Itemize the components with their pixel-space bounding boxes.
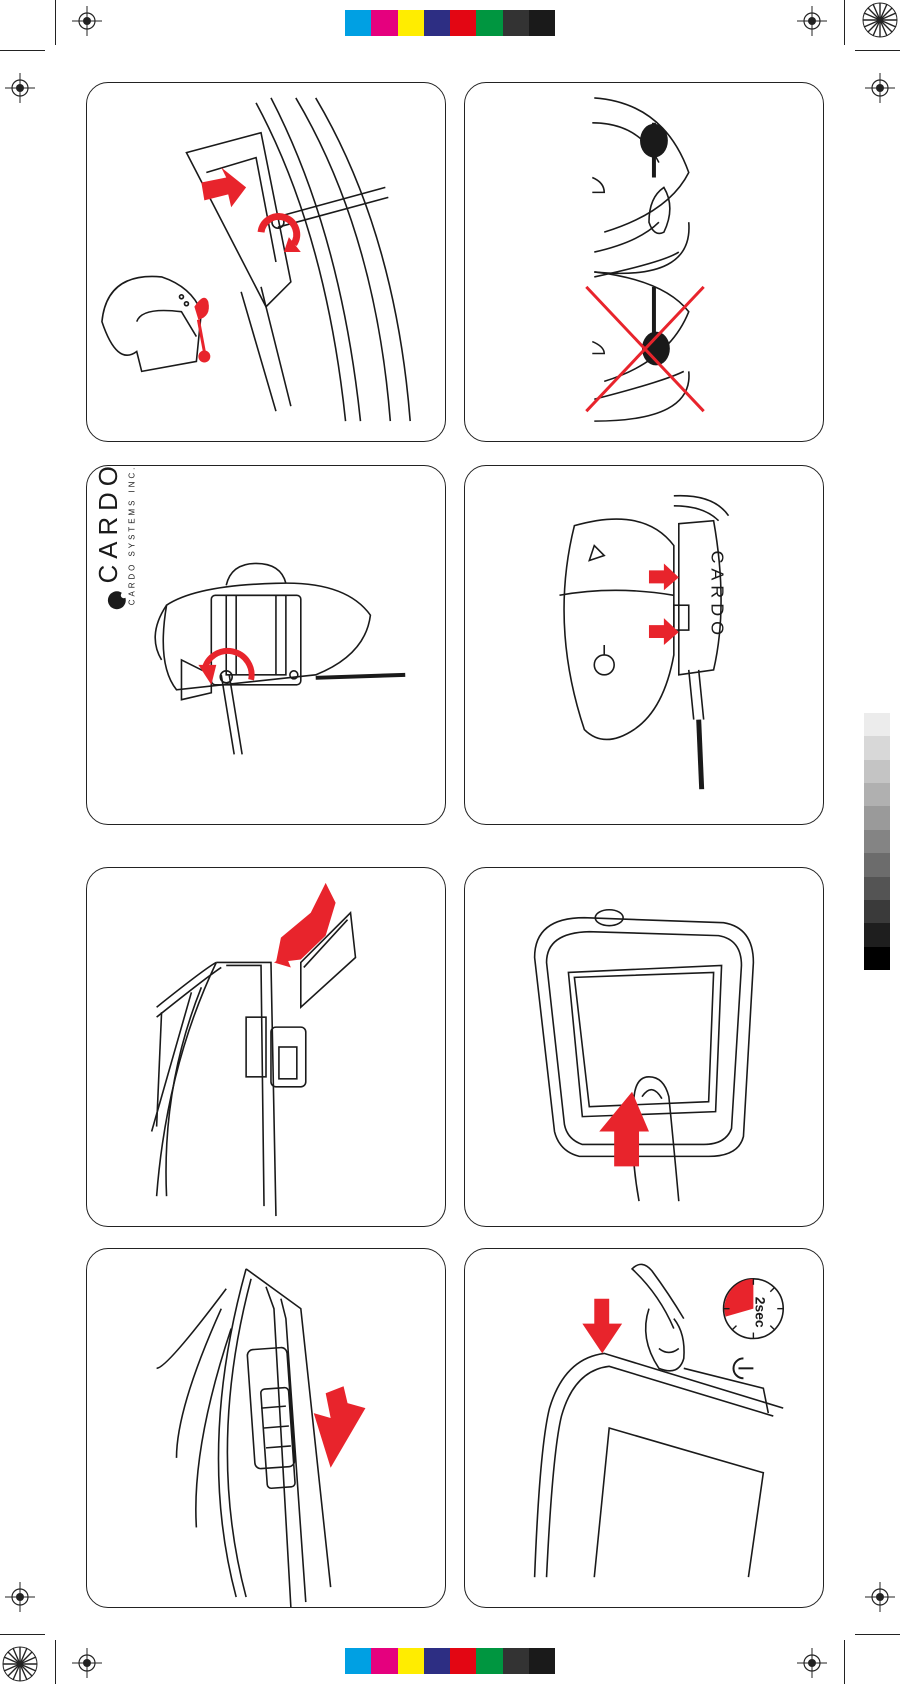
gray-swatch [864, 877, 890, 900]
color-swatch [529, 1648, 555, 1674]
panel-attach-headset: CARDO [464, 465, 824, 825]
crop-mark [844, 0, 845, 45]
gray-swatch [864, 947, 890, 970]
crop-mark [55, 0, 56, 45]
color-swatch [345, 1648, 371, 1674]
color-swatch [398, 10, 424, 36]
process-color-bar [345, 1648, 555, 1674]
power-icon [734, 1358, 754, 1378]
color-swatch [371, 1648, 397, 1674]
stopwatch-icon: 2sec [724, 1279, 784, 1339]
crop-mark [855, 50, 900, 51]
gray-swatch [864, 713, 890, 736]
gray-swatch [864, 923, 890, 946]
gray-swatch [864, 783, 890, 806]
panel-clamp-screw-cardo-logo: CARDO CARDO SYSTEMS INC. [86, 465, 446, 825]
panel-helmet-clamp [86, 82, 446, 442]
color-swatch [503, 1648, 529, 1674]
gray-swatch [864, 760, 890, 783]
panel-touchscreen-press [464, 867, 824, 1227]
registration-mark-icon [5, 73, 35, 103]
gray-swatch [864, 853, 890, 876]
panel-slide-latch [86, 1248, 446, 1608]
brand-logo-text: CARDO [95, 466, 123, 583]
starburst-target-icon [862, 2, 898, 38]
crop-mark [0, 1634, 45, 1635]
registration-mark-icon [865, 73, 895, 103]
starburst-target-icon [2, 1646, 38, 1682]
timer-label: 2sec [752, 1297, 768, 1328]
gray-swatch [864, 806, 890, 829]
gray-swatch [864, 900, 890, 923]
registration-mark-icon [72, 6, 102, 36]
registration-mark-icon [797, 1648, 827, 1678]
crop-mark [855, 1634, 900, 1635]
panel-insert-card [86, 867, 446, 1227]
color-swatch [450, 1648, 476, 1674]
panel-power-button: 2sec [464, 1248, 824, 1608]
registration-mark-icon [5, 1582, 35, 1612]
registration-mark-icon [797, 6, 827, 36]
color-swatch [476, 1648, 502, 1674]
gray-swatch [864, 736, 890, 759]
color-swatch [450, 10, 476, 36]
color-swatch [503, 10, 529, 36]
crop-mark [0, 50, 45, 51]
crop-mark [844, 1640, 845, 1684]
process-color-bar [345, 10, 555, 36]
brand-tagline: CARDO SYSTEMS INC. [128, 466, 137, 605]
device-brand-label: CARDO [708, 551, 728, 640]
color-swatch [398, 1648, 424, 1674]
cardo-logo: CARDO CARDO SYSTEMS INC. [95, 466, 137, 609]
registration-mark-icon [865, 1582, 895, 1612]
gray-ramp-bar [864, 713, 890, 970]
color-swatch [424, 10, 450, 36]
panel-microphone-position [464, 82, 824, 442]
gray-swatch [864, 830, 890, 853]
registration-mark-icon [72, 1648, 102, 1678]
crop-mark [55, 1640, 56, 1684]
color-swatch [371, 10, 397, 36]
color-swatch [424, 1648, 450, 1674]
color-swatch [476, 10, 502, 36]
color-swatch [345, 10, 371, 36]
color-swatch [529, 10, 555, 36]
cross-out-icon [586, 287, 703, 411]
